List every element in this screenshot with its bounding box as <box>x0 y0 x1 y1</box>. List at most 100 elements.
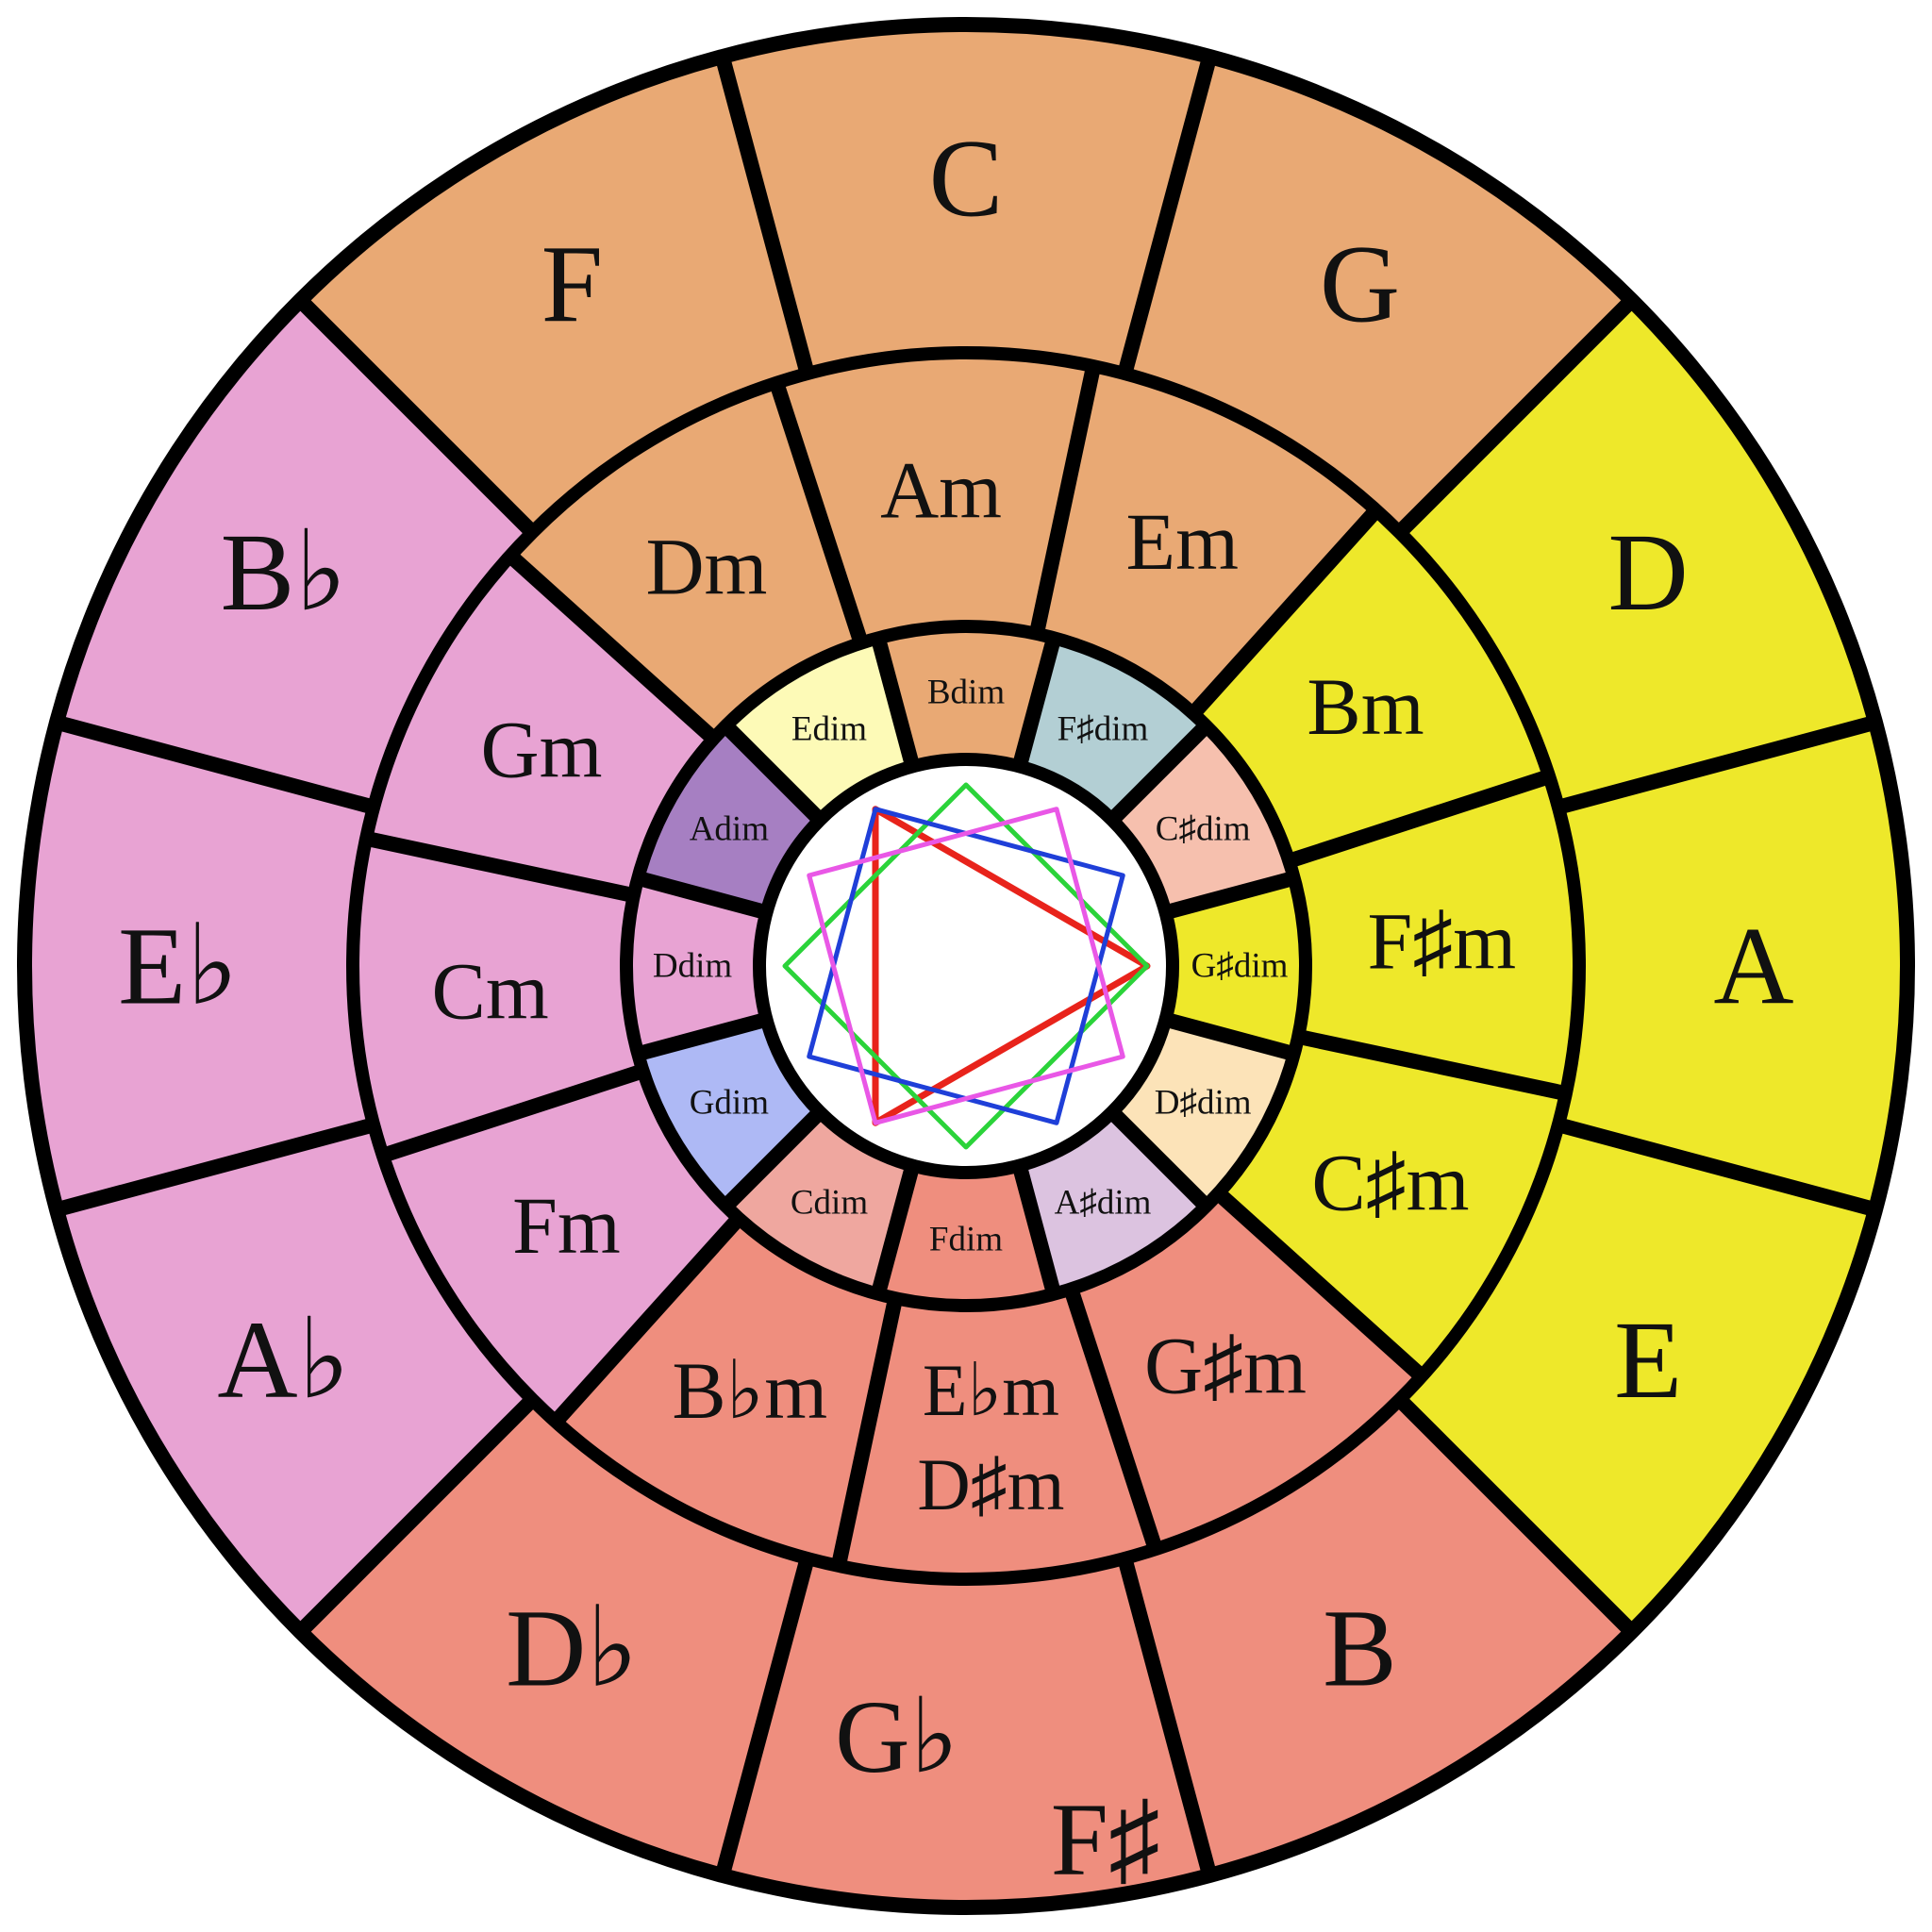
segment-outer-1 <box>1124 57 1632 533</box>
segment-middle-2 <box>1192 509 1550 861</box>
minor-label-8: Fm <box>512 1180 621 1271</box>
dim-label-2: C♯dim <box>1156 810 1251 849</box>
segment-outer-6 <box>722 1557 1210 1907</box>
divider-1-7 <box>831 1296 903 1568</box>
segment-middle-6 <box>838 1289 1156 1580</box>
wheel-segments <box>24 25 1907 1907</box>
segment-inner-5 <box>1019 1111 1207 1294</box>
dim-label-10: Adim <box>690 810 770 849</box>
divider-0-2 <box>1393 294 1638 539</box>
divider-1-11 <box>505 550 719 745</box>
divider-0-1 <box>1117 54 1218 376</box>
major-label-5: B <box>1323 1587 1397 1710</box>
minor-label-2: Bm <box>1307 661 1424 752</box>
dim-label-9: Ddim <box>653 947 733 986</box>
chord-labels: CAmBdimGEmF♯dimDBmC♯dimAF♯mG♯dimEC♯mD♯di… <box>118 117 1793 1897</box>
divider-1-9 <box>380 1063 646 1163</box>
segment-outer-8 <box>57 1124 533 1632</box>
divider-1-4 <box>1296 1029 1568 1101</box>
segment-outer-2 <box>1399 300 1875 808</box>
divider-0-3 <box>1556 714 1878 815</box>
divider-2-5 <box>1107 1107 1212 1212</box>
divider-0-5 <box>1393 1393 1638 1638</box>
segment-inner-1 <box>1019 638 1207 821</box>
polygon-green-square <box>782 782 1150 1150</box>
segment-outer-11 <box>300 57 808 533</box>
segment-outer-7 <box>300 1399 808 1875</box>
segment-middle-9 <box>352 838 643 1156</box>
divider-2-11 <box>720 720 825 825</box>
segment-inner-10 <box>638 725 821 913</box>
divider-2-9 <box>636 1011 769 1061</box>
ring-outline-0 <box>17 17 1915 1915</box>
divider-0-6 <box>1117 1556 1218 1878</box>
segment-middle-3 <box>1289 776 1580 1094</box>
major-label-3: A <box>1713 905 1793 1028</box>
segment-middle-8 <box>382 1071 740 1423</box>
divider-1-0 <box>769 380 869 646</box>
ring-outline-1 <box>346 346 1586 1586</box>
ring-outlines <box>17 17 1915 1915</box>
segment-inner-6 <box>877 1165 1055 1306</box>
dim-label-11: Edim <box>791 709 867 748</box>
minor-label-9: Cm <box>432 945 549 1036</box>
segment-inner-3 <box>1165 877 1306 1055</box>
major-label-9: E♭ <box>118 905 239 1028</box>
divider-0-10 <box>54 714 376 815</box>
segment-middle-11 <box>509 382 861 740</box>
segment-inner-7 <box>725 1111 913 1294</box>
divider-2-6 <box>1011 1163 1061 1296</box>
divider-2-7 <box>871 1163 921 1296</box>
major-label-6: G♭ <box>835 1679 958 1794</box>
segment-outer-5 <box>1124 1399 1632 1875</box>
segment-inner-11 <box>725 638 913 821</box>
dim-label-0: Bdim <box>927 674 1005 712</box>
segment-inner-2 <box>1111 725 1294 913</box>
major-alt-label-6: F♯ <box>1051 1781 1160 1896</box>
dim-label-8: Gdim <box>690 1084 770 1123</box>
polygon-red-triangle <box>872 806 1151 1126</box>
major-label-1: G <box>1320 222 1400 345</box>
dim-label-1: F♯dim <box>1058 709 1149 748</box>
divider-1-5 <box>1213 1187 1427 1382</box>
divider-1-10 <box>364 831 636 903</box>
ring-outline-3 <box>753 753 1179 1179</box>
major-label-0: C <box>929 117 1004 241</box>
segment-middle-0 <box>776 353 1094 643</box>
polygon-magenta-square <box>807 807 1125 1125</box>
segment-outer-3 <box>1557 722 1907 1210</box>
segment-middle-5 <box>1071 1192 1423 1550</box>
minor-label-4: C♯m <box>1311 1137 1469 1227</box>
segment-outer-0 <box>722 25 1210 375</box>
minor-label-10: Gm <box>481 705 603 795</box>
major-label-11: F <box>541 222 604 345</box>
dim-label-4: D♯dim <box>1155 1084 1252 1123</box>
divider-2-10 <box>636 871 769 921</box>
divider-2-8 <box>720 1107 825 1212</box>
divider-2-0 <box>871 636 921 769</box>
center-circle <box>765 765 1167 1167</box>
dim-label-3: G♯dim <box>1191 947 1289 986</box>
ring-outline-2 <box>620 620 1312 1312</box>
dim-label-6: Fdim <box>929 1221 1003 1259</box>
dim-label-7: Cdim <box>791 1184 868 1223</box>
divider-0-0 <box>714 54 815 376</box>
segment-inner-4 <box>1111 1019 1294 1207</box>
divider-1-3 <box>1286 769 1552 869</box>
divider-0-9 <box>54 1117 376 1218</box>
minor-label-11: Dm <box>645 521 767 611</box>
major-label-8: A♭ <box>217 1298 350 1422</box>
segment-dividers <box>54 54 1878 1878</box>
segment-inner-9 <box>626 877 767 1055</box>
divider-0-7 <box>714 1556 815 1878</box>
minor-label-1: Em <box>1126 496 1239 587</box>
divider-1-8 <box>550 1213 745 1427</box>
segment-outer-9 <box>24 722 375 1210</box>
major-label-2: D <box>1608 510 1689 634</box>
minor-label-3: F♯m <box>1367 896 1516 987</box>
dim-label-5: A♯dim <box>1055 1184 1152 1223</box>
divider-1-2 <box>1187 505 1382 719</box>
segment-inner-8 <box>638 1019 821 1207</box>
minor-label-7: B♭m <box>672 1345 827 1436</box>
